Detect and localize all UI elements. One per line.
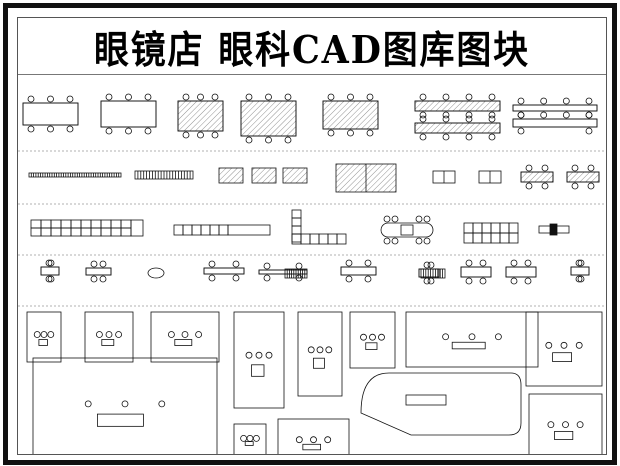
display-counter-block [134,170,194,180]
reception-desk-block [240,93,297,144]
reception-desk-block [460,259,492,285]
refraction-rooms-plan [277,418,350,454]
page-title: 眼镜店 眼科CAD图库图块 [93,26,530,72]
office-plan [297,311,343,397]
reception-desk-block [570,259,590,283]
fitting-area-plan [405,311,539,368]
restroom-plan [233,311,285,409]
reception-desk-block [520,164,554,190]
shelf-block [30,219,132,237]
reception-desk-block [414,93,501,119]
reception-desk-block [40,259,60,283]
reception-desk-block [566,164,600,190]
display-counter-block [282,167,308,184]
reception-desk-block [414,115,501,141]
reception-desk-block [340,259,377,283]
small-room-plan [233,423,267,454]
door-block [538,223,570,236]
clinic-floor-plan [32,357,218,454]
round-table-block [147,267,165,279]
display-counter-block [218,167,244,184]
retail-store-plan [360,372,522,436]
meeting-table-block [380,215,434,245]
optometry-room-plan [349,311,396,369]
display-counter-block [478,170,502,184]
display-counter-block [284,268,308,279]
reception-desk-block [322,93,379,137]
reception-desk-block [512,111,598,135]
counter-block [227,224,271,236]
drawing-frame: 眼镜店 眼科CAD图库图块 [3,3,617,465]
shelf-block [173,224,229,236]
reception-desk-block [85,260,112,283]
reception-desk-block [512,97,598,119]
title-band: 眼镜店 眼科CAD图库图块 [18,18,606,75]
shelf-block [291,233,347,245]
consult-room-plan [26,311,62,363]
display-counter-block [251,167,277,184]
staff-room-plan [528,393,603,454]
manager-office-plan [525,311,603,387]
reception-desk-block [505,259,537,285]
reception-desk-block [203,260,245,282]
shelf-block [291,209,302,243]
treatment-room-plan [84,311,134,363]
exam-room-plan [150,311,220,363]
reception-desk-block [177,93,224,139]
reception-desk-block [418,261,440,285]
reception-desk-block [100,93,157,135]
cad-blocks-sheet [18,93,606,454]
display-counter-block [420,268,446,279]
display-counter-block [335,163,397,193]
inner-border: 眼镜店 眼科CAD图库图块 [17,17,607,455]
shelf-block [130,219,144,237]
display-counter-block [432,170,456,184]
locker-block [463,222,519,244]
display-counter-block [28,172,122,178]
reception-desk-block [22,95,79,133]
